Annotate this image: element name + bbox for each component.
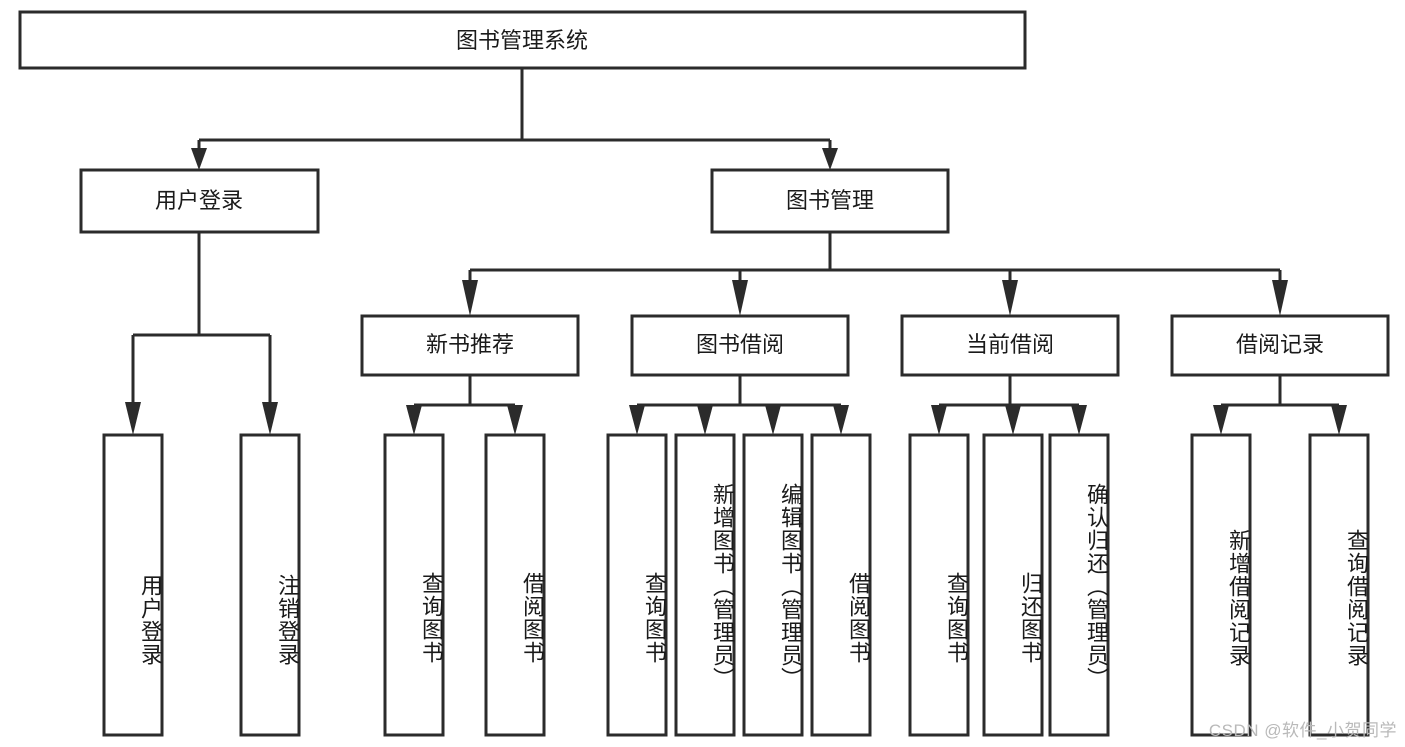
node-new-book-recommend-label: 新书推荐 — [426, 332, 514, 357]
connector-currentborrow-to-leaves — [931, 375, 1087, 435]
node-current-borrow-label: 当前借阅 — [966, 332, 1054, 357]
connector-bookmgmt-to-level3 — [462, 232, 1288, 316]
leaf-box-add-borrow-record[interactable] — [1190, 433, 1252, 737]
connector-newbook-to-leaves — [406, 375, 523, 435]
leaf-box-query-book-2[interactable] — [606, 433, 668, 737]
leaf-box-query-borrow-record[interactable] — [1308, 433, 1370, 737]
leaf-box-confirm-return-admin[interactable] — [1048, 433, 1110, 737]
connector-bookborrow-to-leaves — [629, 375, 849, 435]
leaf-box-add-book-admin[interactable] — [674, 433, 736, 737]
leaf-box-user-login[interactable] — [102, 433, 164, 737]
leaf-box-borrow-book-2[interactable] — [810, 433, 872, 737]
node-book-borrow-label: 图书借阅 — [696, 332, 784, 357]
leaf-box-edit-book-admin[interactable] — [742, 433, 804, 737]
leaf-boxes — [102, 433, 1370, 737]
connector-borrowrecord-to-leaves — [1213, 375, 1347, 435]
node-root[interactable]: 图书管理系统 — [18, 10, 1027, 70]
leaf-box-logout-login[interactable] — [239, 433, 301, 737]
node-user-login[interactable]: 用户登录 — [79, 168, 320, 234]
node-book-borrow[interactable]: 图书借阅 — [630, 314, 850, 377]
connector-root-to-level2 — [191, 68, 838, 170]
connector-userlogin-to-leaves — [125, 232, 278, 435]
node-root-label: 图书管理系统 — [456, 28, 588, 53]
node-borrow-record-label: 借阅记录 — [1236, 332, 1324, 357]
node-current-borrow[interactable]: 当前借阅 — [900, 314, 1120, 377]
node-user-login-label: 用户登录 — [155, 188, 243, 213]
leaf-box-query-book-1[interactable] — [383, 433, 445, 737]
leaf-box-return-book[interactable] — [982, 433, 1044, 737]
leaf-box-query-book-3[interactable] — [908, 433, 970, 737]
node-new-book-recommend[interactable]: 新书推荐 — [360, 314, 580, 377]
node-book-management[interactable]: 图书管理 — [710, 168, 950, 234]
csdn-watermark: CSDN @软件_小贺同学 — [1208, 721, 1397, 740]
node-book-management-label: 图书管理 — [786, 188, 874, 213]
leaf-box-borrow-book-1[interactable] — [484, 433, 546, 737]
node-borrow-record[interactable]: 借阅记录 — [1170, 314, 1390, 377]
